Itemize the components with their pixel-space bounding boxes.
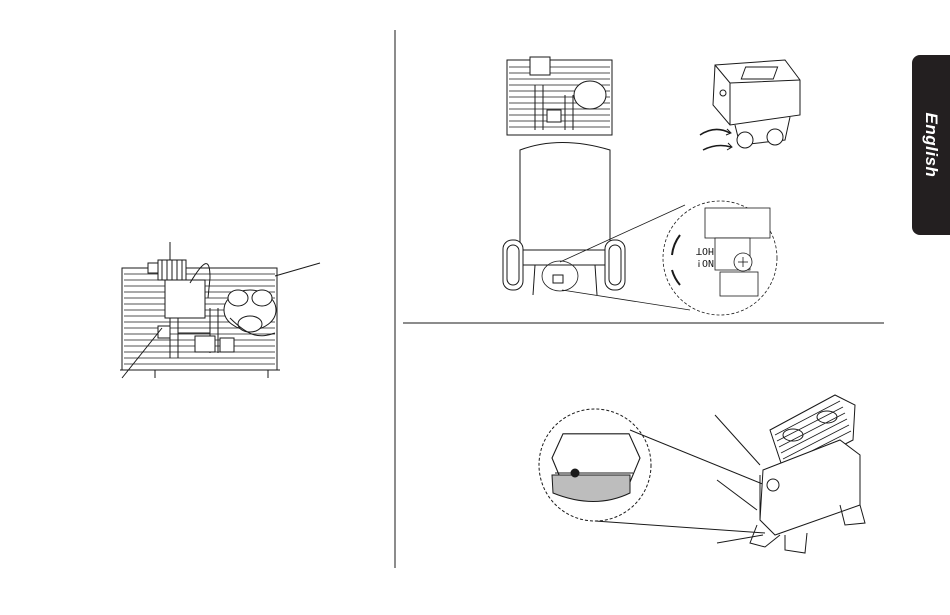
compressor-top-view-figure <box>110 238 330 383</box>
language-tab-label: English <box>921 113 941 178</box>
drain-valve-marker <box>540 258 580 294</box>
pressure-switch-figure <box>695 55 815 165</box>
valve-text-hot: HOT <box>696 246 714 256</box>
language-tab[interactable]: English <box>912 55 950 235</box>
valve-text-no: NO! <box>696 257 714 268</box>
pump-oil-sight-glass-figure <box>535 385 885 570</box>
callout-line-right <box>275 263 320 276</box>
valve-warning-text: HOT NO! <box>690 246 720 272</box>
